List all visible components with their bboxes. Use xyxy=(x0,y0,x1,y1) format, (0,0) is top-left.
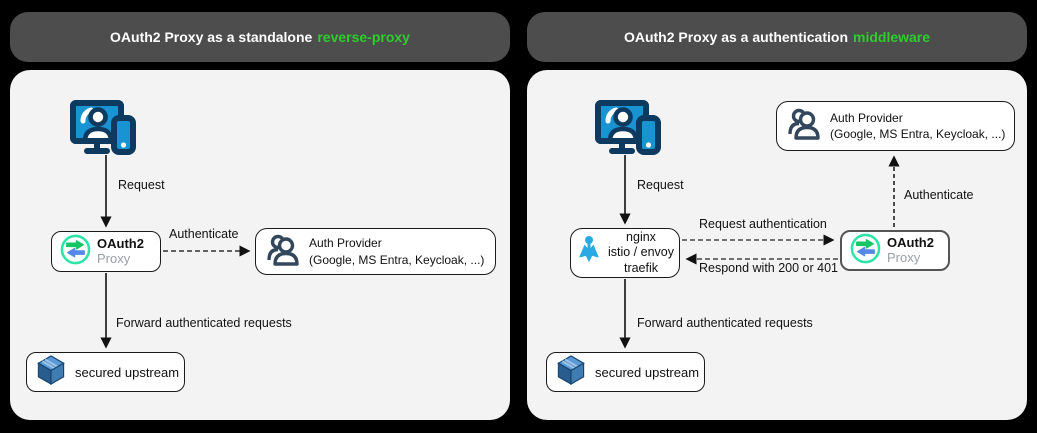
left-panel-title: OAuth2 Proxy as a standalone reverse-pro… xyxy=(10,12,510,62)
secured-upstream-node: secured upstream xyxy=(26,352,185,392)
oauth2-node-title: OAuth2 xyxy=(887,234,934,250)
user-devices-icon xyxy=(70,100,136,161)
oauth2-node-subtitle: Proxy xyxy=(97,250,131,266)
secured-upstream-label: secured upstream xyxy=(595,364,700,380)
oauth2-node-subtitle: Proxy xyxy=(887,249,921,265)
request-authentication-label: Request authentication xyxy=(699,217,827,231)
reverse-proxy-gateway-node: nginx istio / envoy traefik xyxy=(570,228,680,278)
auth-provider-examples: (Google, MS Entra, Keycloak, ...) xyxy=(309,252,485,267)
user-devices-icon xyxy=(595,100,661,161)
oauth2-proxy-node: OAuth2 Proxy xyxy=(840,230,950,271)
auth-provider-node: Auth Provider (Google, MS Entra, Keycloa… xyxy=(776,101,1015,151)
request-label: Request xyxy=(637,178,684,192)
oauth2-proxy-logo xyxy=(850,233,881,269)
reverse-proxy-diagram-panel: Request Authenticate Forward authenticat… xyxy=(10,70,510,420)
oauth2-proxy-node: OAuth2 Proxy xyxy=(51,231,161,272)
auth-provider-examples: (Google, MS Entra, Keycloak, ...) xyxy=(830,127,1006,141)
gateway-option-traefik: traefik xyxy=(623,260,659,275)
cube-icon xyxy=(36,354,66,390)
forward-requests-label: Forward authenticated requests xyxy=(637,316,813,330)
people-icon xyxy=(266,233,300,271)
gateway-option-nginx: nginx xyxy=(626,229,656,244)
forward-requests-label: Forward authenticated requests xyxy=(116,316,292,330)
right-panel-title: OAuth2 Proxy as a authentication middlew… xyxy=(527,12,1027,62)
right-title-text: OAuth2 Proxy as a authentication xyxy=(623,29,849,45)
auth-provider-title: Auth Provider xyxy=(830,110,903,125)
oauth2-proxy-logo xyxy=(60,234,91,270)
respond-200-401-label: Respond with 200 or 401 xyxy=(699,261,838,275)
cube-icon xyxy=(556,354,586,390)
gateway-option-istio-envoy: istio / envoy xyxy=(607,245,674,260)
authenticate-label: Authenticate xyxy=(169,227,239,241)
request-label: Request xyxy=(118,178,165,192)
right-title-highlight: middleware xyxy=(853,29,931,45)
middleware-diagram-panel: Request Request authentication Respond w… xyxy=(527,70,1027,420)
left-title-text: OAuth2 Proxy as a standalone xyxy=(110,29,313,45)
people-icon xyxy=(787,107,821,145)
secured-upstream-node: secured upstream xyxy=(546,352,705,392)
auth-provider-title: Auth Provider xyxy=(309,236,382,251)
secured-upstream-label: secured upstream xyxy=(75,364,180,380)
load-balancer-icon xyxy=(577,235,601,271)
auth-provider-node: Auth Provider (Google, MS Entra, Keycloa… xyxy=(255,228,496,275)
left-title-highlight: reverse-proxy xyxy=(317,29,410,45)
authenticate-label: Authenticate xyxy=(904,188,974,202)
oauth2-node-title: OAuth2 xyxy=(97,235,144,251)
